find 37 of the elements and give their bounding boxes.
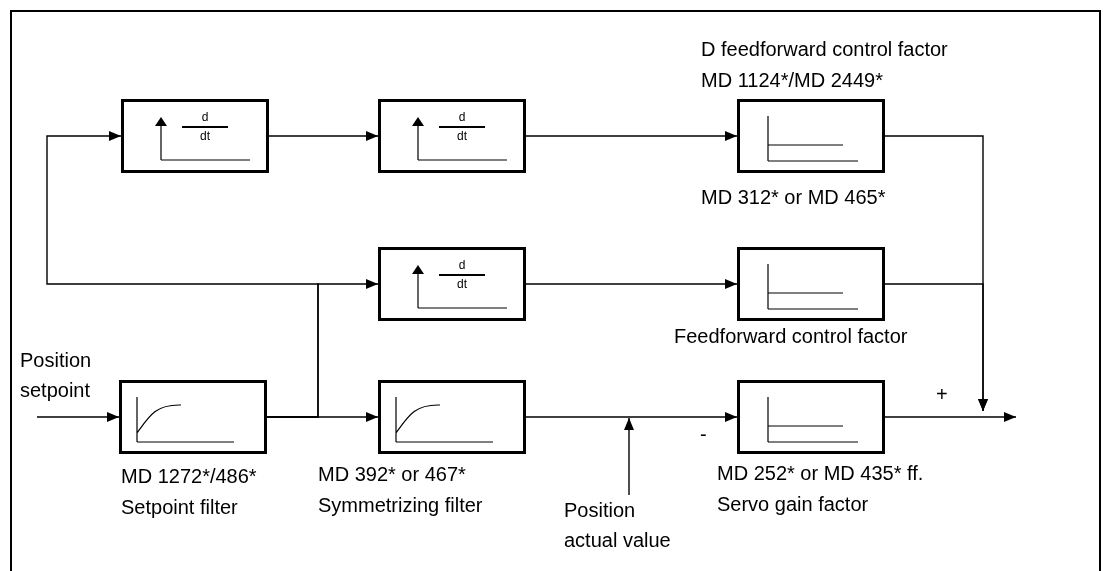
transfer-block: [737, 247, 885, 321]
arrow: [884, 283, 988, 412]
block-caption: MD 252* or MD 435* ff.: [717, 461, 924, 486]
arrow: [525, 412, 738, 422]
text-label: +: [936, 382, 949, 407]
block-caption: MD 1272*/486*: [121, 464, 257, 489]
arrow: [268, 131, 379, 141]
arrow: [46, 131, 319, 418]
transfer-block: [737, 99, 885, 173]
fraction-numerator: d: [458, 111, 466, 124]
block-caption: Feedforward control factor: [674, 324, 908, 349]
block-caption: Setpoint filter: [121, 495, 239, 520]
arrow: [525, 279, 738, 289]
text-label: MD 312* or MD 465*: [701, 185, 887, 210]
arrow: [884, 412, 1017, 422]
block-caption: D feedforward control factor: [701, 37, 948, 62]
block-caption: MD 1124*/MD 2449*: [701, 68, 884, 93]
block-caption: MD 392* or 467*: [318, 462, 467, 487]
transfer-block: [378, 380, 526, 454]
text-label: -: [700, 422, 708, 447]
arrow: [624, 417, 634, 496]
block-caption: Symmetrizing filter: [318, 493, 483, 518]
fraction-denominator: dt: [457, 277, 467, 291]
fraction-denominator: dt: [200, 129, 210, 143]
transfer-block: [378, 247, 526, 321]
fraction-numerator: d: [201, 111, 209, 124]
transfer-block: [121, 99, 269, 173]
transfer-block: [737, 380, 885, 454]
transfer-block: [378, 99, 526, 173]
transfer-block: [119, 380, 267, 454]
signal-label: Position actual value: [564, 495, 694, 555]
arrow: [525, 131, 738, 141]
text-label: Position setpoint: [20, 348, 93, 403]
block-caption: Servo gain factor: [717, 492, 870, 517]
fraction-numerator: d: [458, 259, 466, 272]
arrow: [36, 412, 120, 422]
fraction-denominator: dt: [457, 129, 467, 143]
